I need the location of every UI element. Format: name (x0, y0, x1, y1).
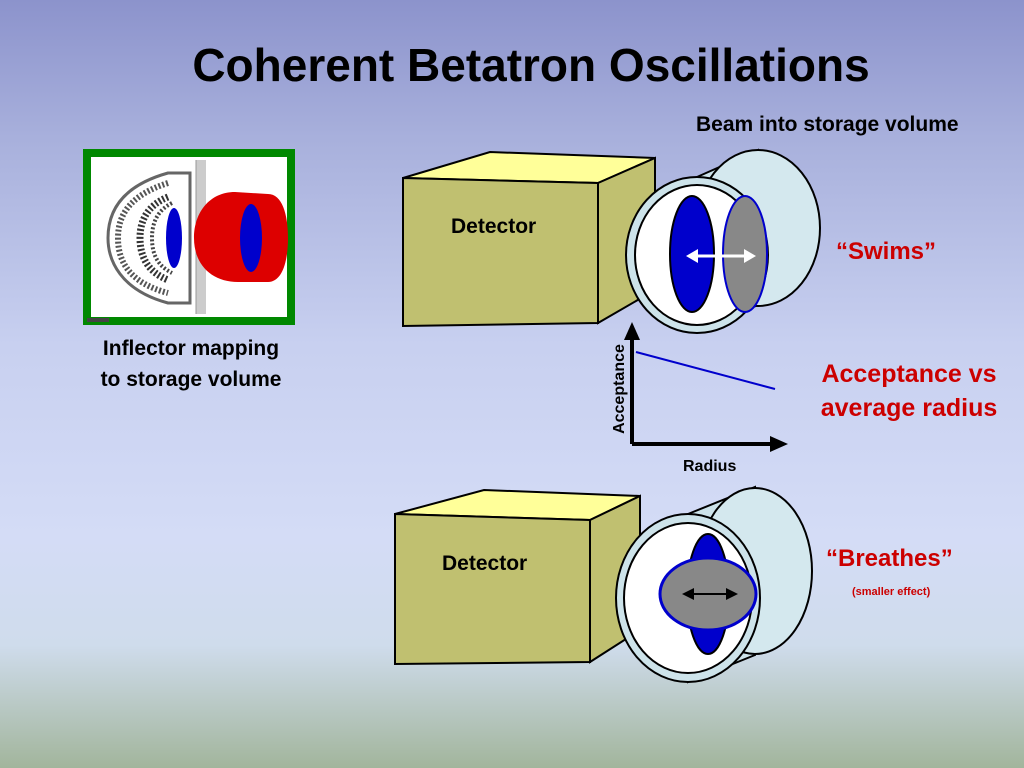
acceptance-plot (624, 322, 788, 452)
acceptance-trend-line (635, 351, 776, 390)
plot-x-label: Radius (683, 458, 737, 475)
detector-2-label: Detector (442, 552, 528, 575)
plot-y-label: Acceptance (611, 344, 628, 434)
breathes-note: (smaller effect) (852, 586, 931, 598)
acceptance-caption-line2: average radius (820, 394, 998, 422)
detector-1 (402, 150, 656, 328)
swims-label: “Swims” (836, 238, 937, 265)
breathes-label: “Breathes” (826, 545, 953, 572)
slide-title: Coherent Betatron Oscillations (192, 39, 870, 91)
acceptance-caption-line1: Acceptance vs (821, 360, 997, 388)
storage-tube-2 (615, 485, 813, 684)
detector-1-label: Detector (451, 215, 537, 238)
inflector-caption-line2: to storage volume (100, 368, 282, 391)
storage-tube-1 (625, 148, 821, 334)
beam-label: Beam into storage volume (696, 113, 959, 136)
inflector-caption-line1: Inflector mapping (102, 337, 280, 360)
inflector-image (83, 149, 295, 325)
detector-2 (394, 488, 641, 666)
